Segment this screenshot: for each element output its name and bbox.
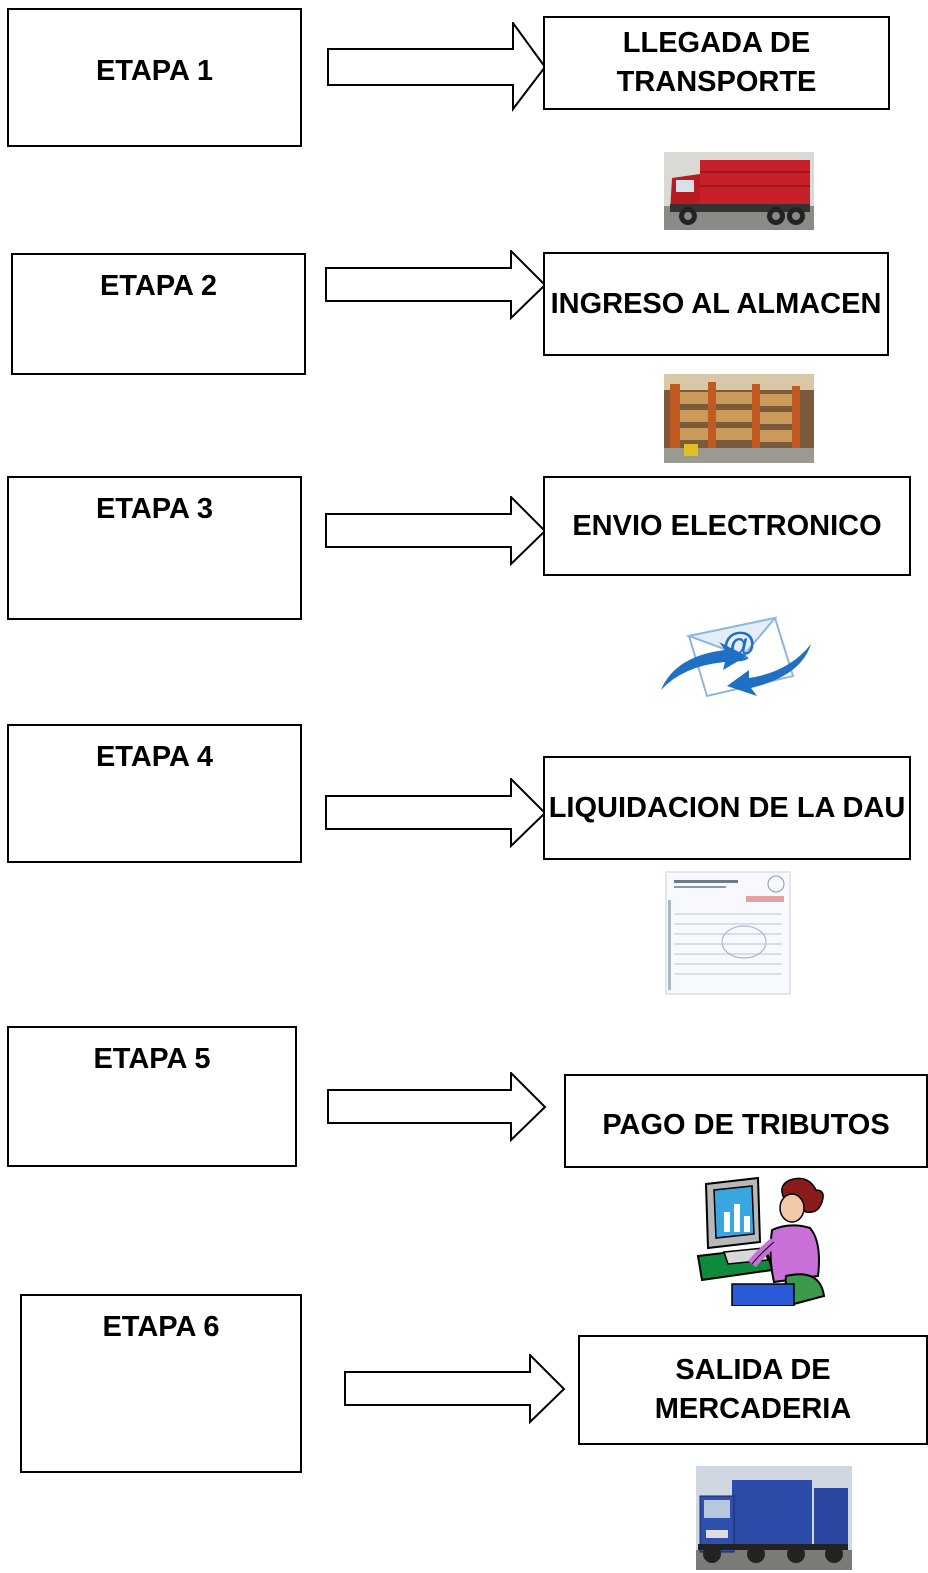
arrow-right-icon (327, 22, 547, 112)
stage-box-3: ETAPA 3 (7, 476, 302, 620)
step-label: LIQUIDACION DE LA DAU (548, 791, 906, 824)
arrow-right-icon (325, 250, 547, 320)
arrow-right-icon (344, 1354, 566, 1424)
stage-label: ETAPA 5 (93, 1043, 211, 1075)
stage-box-5: ETAPA 5 (7, 1026, 297, 1167)
stage-label: ETAPA 4 (95, 741, 214, 773)
stage-box-1: ETAPA 1 (7, 8, 302, 147)
step-label: PAGO DE TRIBUTOS (602, 1108, 890, 1141)
warehouse-icon (664, 374, 814, 463)
step-box-1: LLEGADA DE TRANSPORTE (543, 16, 890, 110)
step-box-2: INGRESO AL ALMACEN (543, 252, 889, 356)
document-icon (665, 871, 791, 995)
stage-label: ETAPA 2 (99, 270, 218, 302)
email-icon: @ (661, 616, 811, 698)
step-box-3: ENVIO ELECTRONICO (543, 476, 911, 576)
arrow-right-icon (325, 778, 547, 848)
stage-box-6: ETAPA 6 (20, 1294, 302, 1473)
red-truck-icon (664, 152, 814, 230)
stage-label: ETAPA 1 (95, 55, 214, 87)
arrow-right-icon (325, 496, 547, 566)
stage-label: ETAPA 6 (102, 1311, 220, 1343)
person-at-computer-icon (696, 1176, 826, 1306)
blue-truck-icon (696, 1466, 852, 1570)
step-label: INGRESO AL ALMACEN (550, 287, 882, 320)
arrow-right-icon (327, 1072, 547, 1142)
step-box-6: SALIDA DE MERCADERIA (578, 1335, 928, 1445)
step-label: LLEGADA DE TRANSPORTE (616, 27, 817, 98)
step-box-5: PAGO DE TRIBUTOS (564, 1074, 928, 1168)
step-label: ENVIO ELECTRONICO (572, 509, 882, 542)
stage-box-2: ETAPA 2 (11, 253, 306, 375)
stage-label: ETAPA 3 (95, 493, 214, 525)
step-box-4: LIQUIDACION DE LA DAU (543, 756, 911, 860)
stage-box-4: ETAPA 4 (7, 724, 302, 863)
step-label: SALIDA DE MERCADERIA (654, 1354, 852, 1425)
